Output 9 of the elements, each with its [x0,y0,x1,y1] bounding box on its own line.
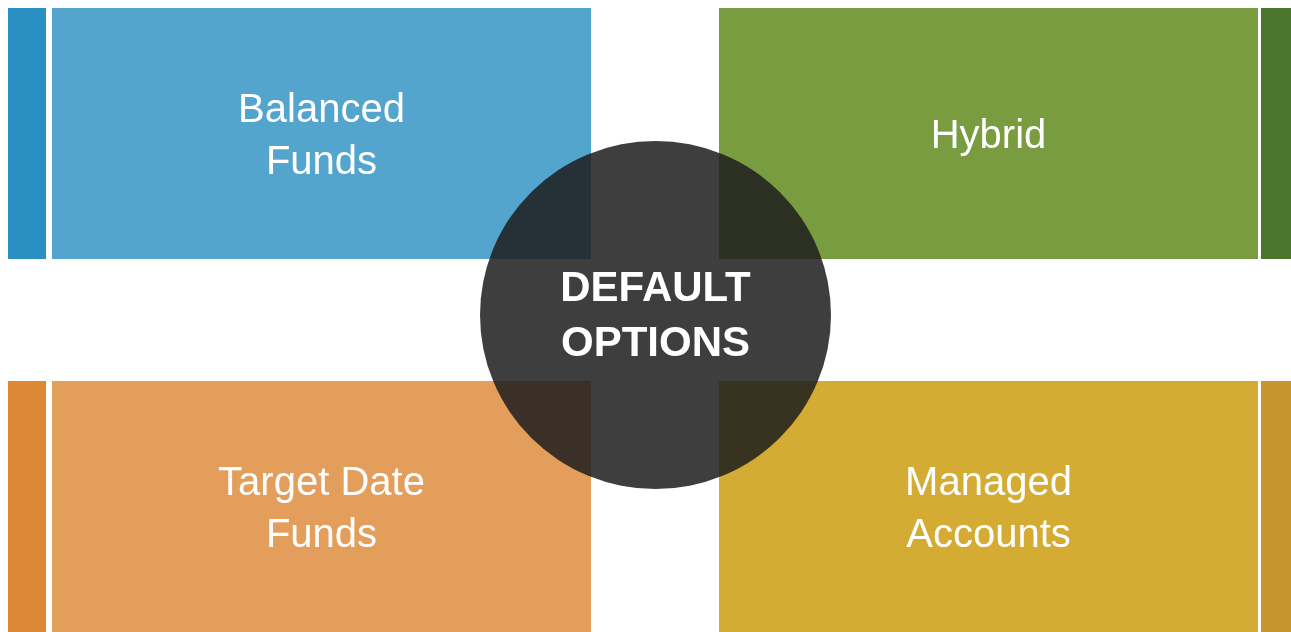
category-label: Managed Accounts [904,457,1073,557]
category-box [52,8,591,259]
category-box [719,8,1258,259]
category-label: Balanced Funds [237,84,406,184]
category-label: Target Date Funds [217,457,426,557]
center-title: DEFAULT OPTIONS [559,262,752,367]
category-box [719,381,1258,632]
category-box [52,381,591,632]
category-label: Hybrid [930,110,1047,158]
